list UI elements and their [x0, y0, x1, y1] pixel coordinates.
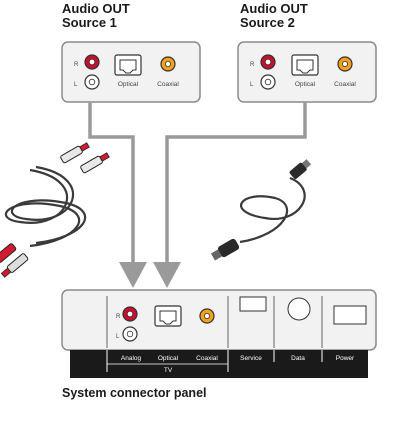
rca-cable-icon [0, 142, 110, 278]
system-optical-port [154, 305, 182, 327]
system-coaxial-jack [199, 308, 215, 324]
system-l-label: L [116, 334, 120, 340]
bar-label-analog: Analog [121, 355, 142, 362]
source1-l-label: L [74, 82, 78, 88]
source1-coaxial-jack [160, 56, 176, 72]
source1-optical-port [114, 54, 142, 76]
source2-title-line2: Source 2 [240, 15, 295, 30]
source2-optical-port [291, 54, 319, 76]
source2-coaxial-jack [337, 56, 353, 72]
source1-coaxial-label: Coaxial [157, 81, 179, 88]
system-r-label: R [116, 314, 121, 320]
bar-label-tv: TV [164, 367, 173, 374]
source1-r-jack [84, 54, 100, 70]
bar-label-optical: Optical [158, 355, 179, 362]
system-l-jack [122, 326, 138, 342]
source1-optical-label: Optical [118, 81, 139, 88]
source1-title-line1: Audio OUT [62, 1, 130, 16]
power-port [333, 305, 367, 325]
bar-label-coaxial: Coaxial [196, 355, 218, 362]
source1-title: Audio OUT Source 1 [62, 2, 130, 30]
optical-connection-path [153, 102, 307, 288]
source2-optical-label: Optical [295, 81, 316, 88]
source1-title-line2: Source 1 [62, 15, 117, 30]
bar-label-data: Data [291, 355, 305, 362]
data-port [287, 297, 311, 321]
analog-connection-path [88, 102, 147, 288]
source2-r-jack [260, 54, 276, 70]
source2-l-jack [260, 74, 276, 90]
source2-coaxial-label: Coaxial [334, 81, 356, 88]
source1-l-jack [84, 74, 100, 90]
optical-cable-icon [210, 159, 312, 261]
system-r-jack [122, 306, 138, 322]
source2-l-label: L [250, 82, 254, 88]
system-connector-panel: R L Analog Optical Coaxial TV [61, 289, 377, 378]
system-panel-caption: System connector panel [62, 386, 207, 400]
source2-title: Audio OUT Source 2 [240, 2, 308, 30]
bar-label-service: Service [240, 355, 262, 362]
source1-r-label: R [74, 62, 79, 68]
source1-panel: R L Optical Coaxial [61, 41, 201, 103]
system-panel-frame [61, 289, 377, 351]
source2-panel: R L Optical Coaxial [237, 41, 377, 103]
source2-title-line1: Audio OUT [240, 1, 308, 16]
service-port [239, 296, 267, 312]
source2-r-label: R [250, 62, 255, 68]
bar-label-power: Power [336, 355, 355, 362]
